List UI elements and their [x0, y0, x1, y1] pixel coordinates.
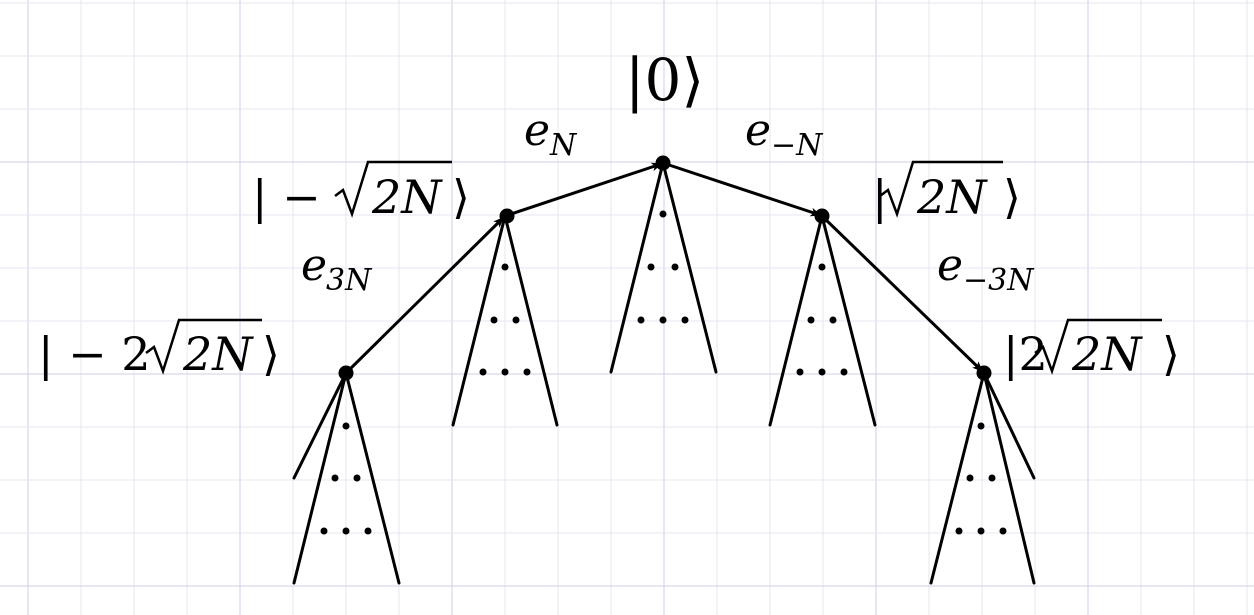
label-node-0: |0⟩ — [625, 46, 704, 114]
node-plus-1 — [814, 208, 830, 224]
edge-arrow-n — [503, 162, 663, 218]
svg-text:e: e — [301, 240, 327, 291]
cone-center — [609, 161, 718, 374]
cone-plus-1 — [768, 214, 877, 427]
svg-text:⟩: ⟩ — [262, 327, 280, 381]
edge-arrow-3n — [344, 216, 505, 375]
svg-text:⟩: ⟩ — [452, 170, 470, 224]
label-node-plus-1: | 2N ⟩ — [872, 160, 1021, 224]
node-minus-2 — [338, 365, 354, 381]
svg-text:−3N: −3N — [963, 263, 1035, 298]
label-edge-minus-n: e −N — [745, 105, 824, 163]
svg-text:e: e — [524, 105, 550, 156]
svg-text:e: e — [937, 240, 963, 291]
node-minus-1 — [499, 208, 515, 224]
edge-arrow-minus-n — [661, 161, 822, 217]
label-node-minus-2: | − 2 2N ⟩ — [38, 318, 280, 381]
svg-text:3N: 3N — [326, 263, 373, 298]
label-node-plus-2: |2 2N ⟩ — [1003, 318, 1180, 381]
svg-text:2N: 2N — [371, 170, 443, 224]
cone-plus-2 — [929, 371, 1036, 585]
svg-text:| −: | − — [252, 170, 321, 224]
svg-text:2N: 2N — [916, 170, 988, 224]
label-edge-n: e N — [524, 105, 578, 163]
label-edge-minus-3n: e −3N — [937, 240, 1035, 298]
sqrt-sign — [334, 160, 452, 218]
label-node-minus-1: | − 2N ⟩ — [252, 160, 470, 224]
svg-text:N: N — [549, 128, 578, 163]
node-0 — [655, 155, 671, 171]
svg-text:⟩: ⟩ — [1003, 170, 1021, 224]
svg-text:2N: 2N — [1071, 327, 1143, 381]
svg-text:|: | — [872, 170, 888, 224]
cone-minus-1 — [451, 214, 559, 427]
svg-text:e: e — [745, 105, 771, 156]
svg-text:−N: −N — [771, 128, 824, 163]
svg-text:| − 2: | − 2 — [38, 327, 151, 381]
svg-text:⟩: ⟩ — [1162, 327, 1180, 381]
edge-arrow-minus-3n — [820, 214, 984, 373]
cone-minus-2 — [292, 371, 401, 585]
node-plus-2 — [976, 365, 992, 381]
svg-text:2N: 2N — [182, 327, 254, 381]
label-edge-3n: e 3N — [301, 240, 373, 298]
svg-text:|2: |2 — [1003, 327, 1048, 381]
